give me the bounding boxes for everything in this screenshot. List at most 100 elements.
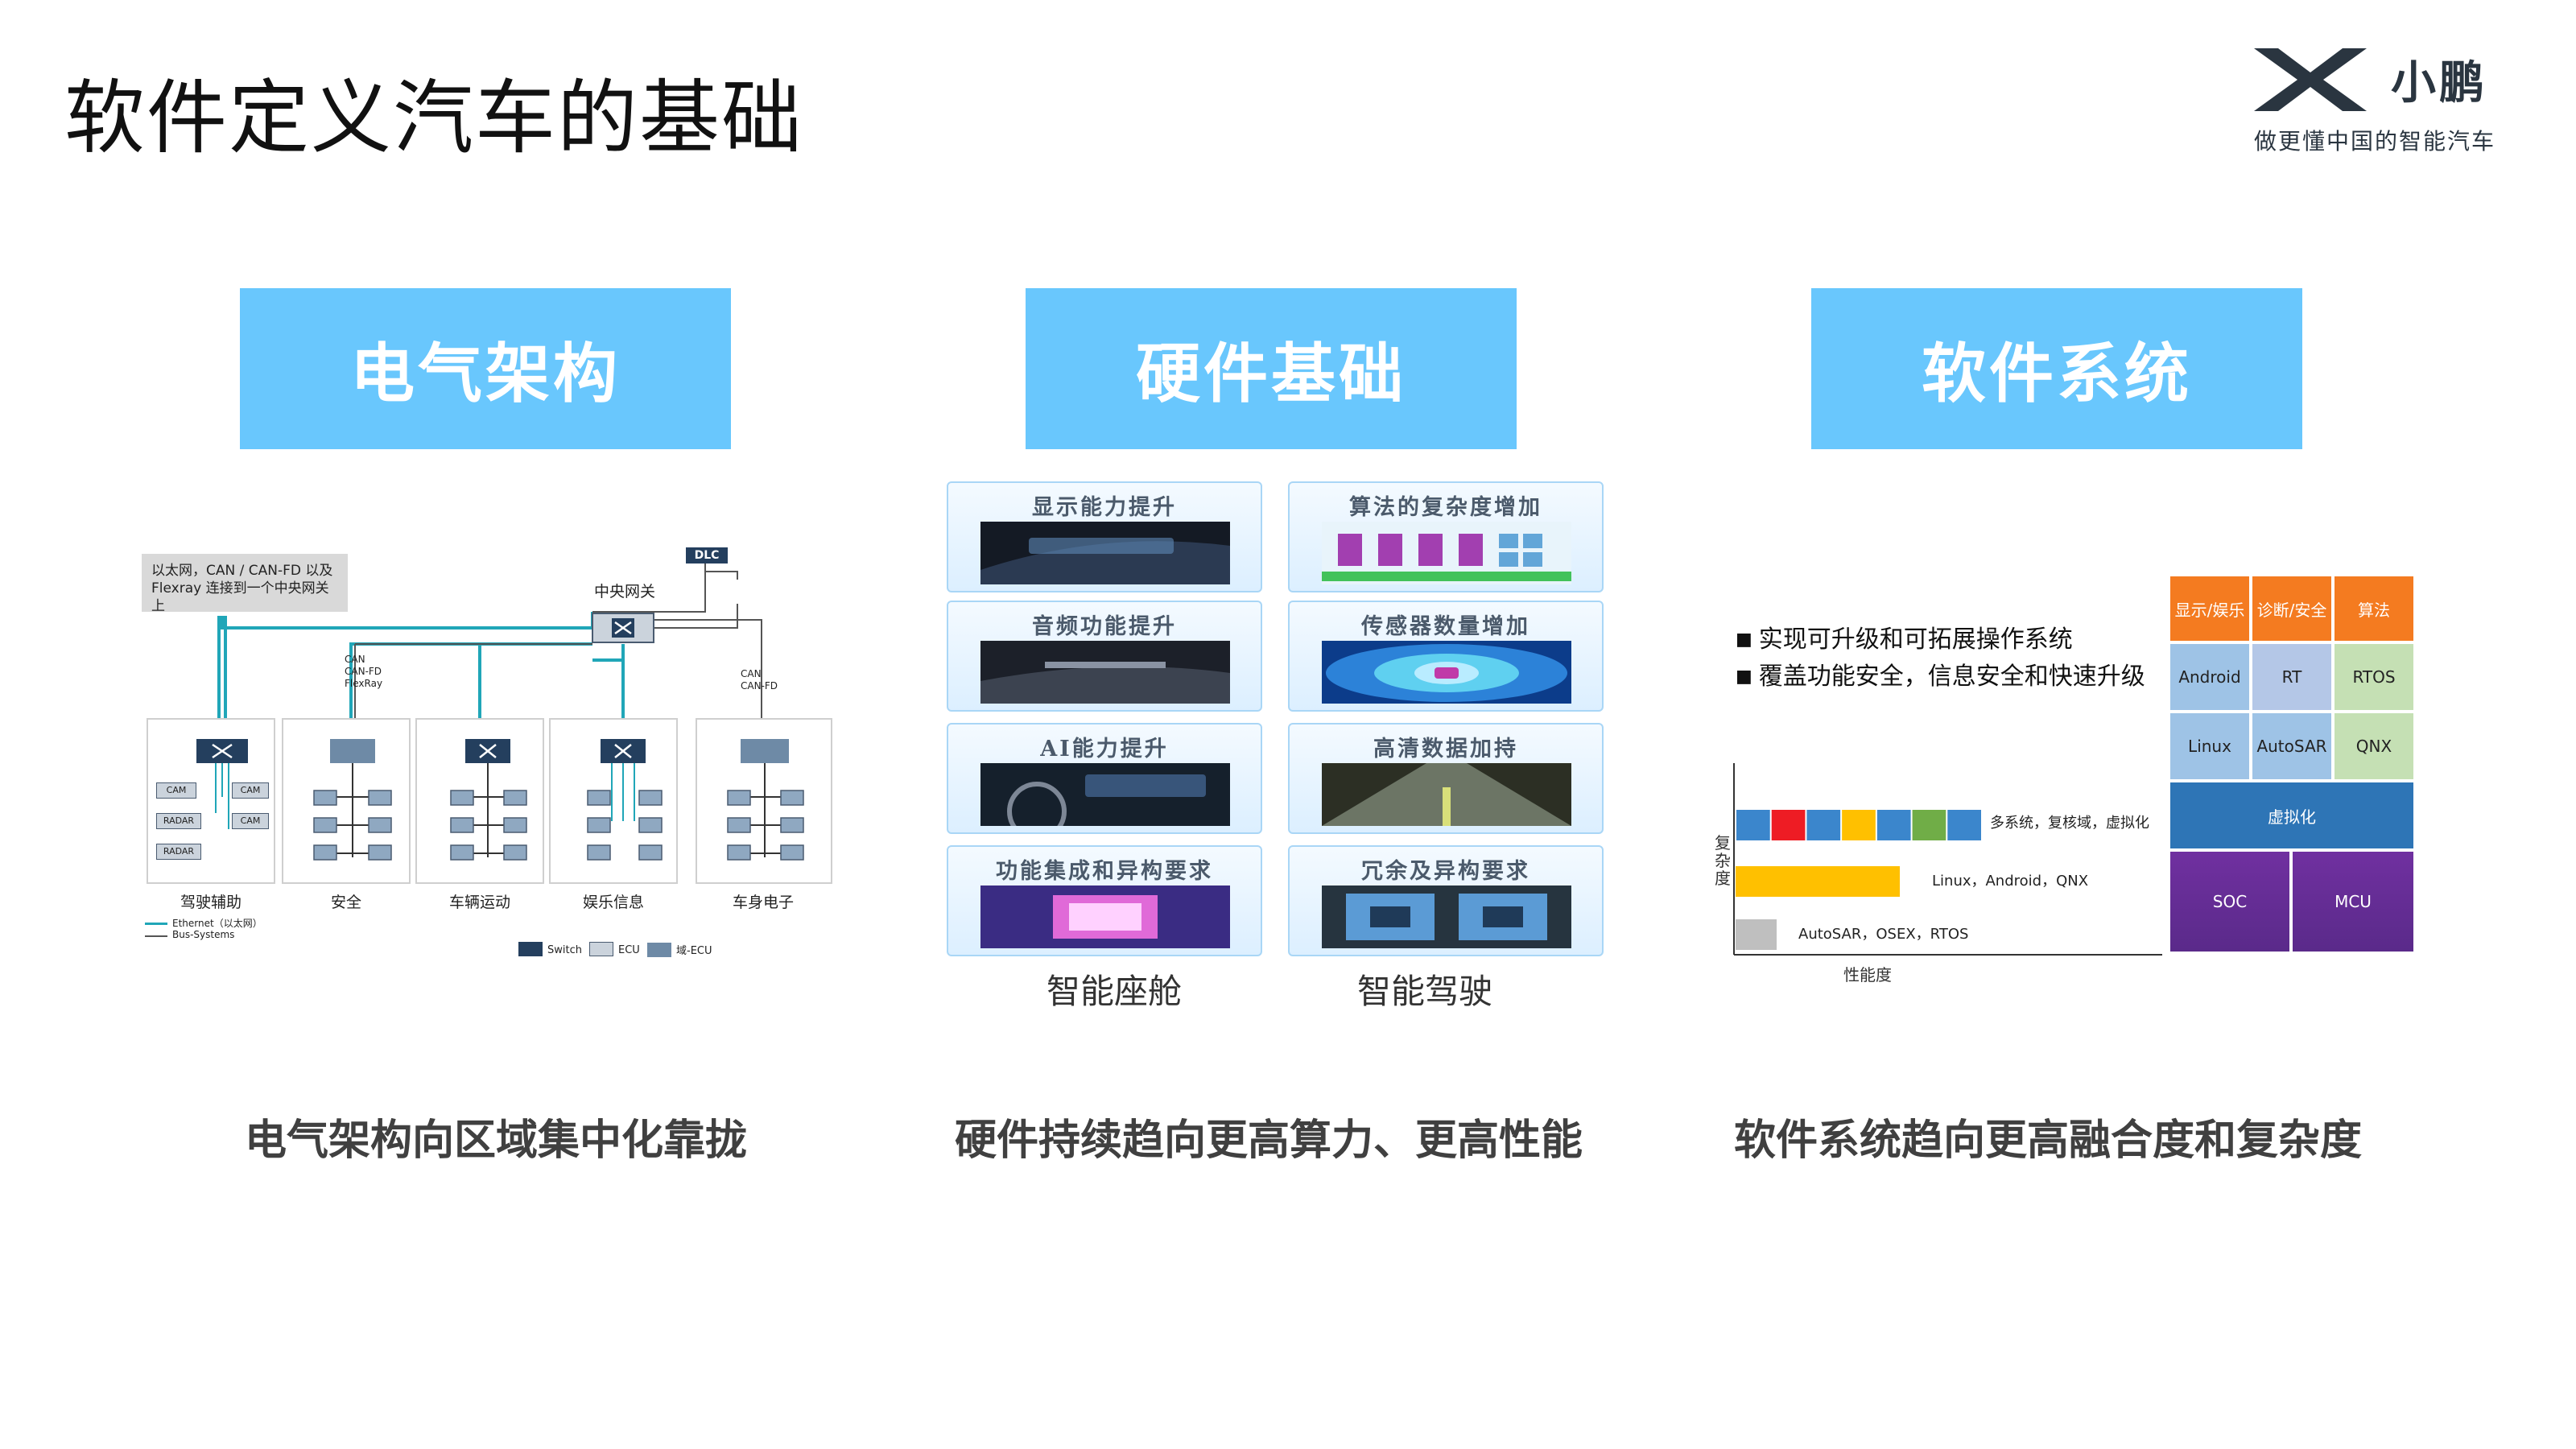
bus-label-line: CAN: [345, 654, 365, 665]
bar-segment: [1876, 810, 1911, 840]
hw-card-ai: AI能力提升: [947, 723, 1262, 834]
grid-cell: 诊断/安全: [2252, 576, 2331, 641]
xpeng-x-icon: [2254, 48, 2367, 111]
pillar-hardware: 硬件基础: [1026, 288, 1517, 449]
software-bullet: 实现可升级和可拓展操作系统: [1736, 621, 2145, 658]
ecu-tag: RADAR: [156, 813, 201, 829]
ecu-tag: CAM: [232, 782, 269, 799]
grid-cell: 算法: [2334, 576, 2413, 641]
audio-image: [980, 641, 1230, 704]
domain-nodes: [196, 739, 804, 861]
cockpit-display-image: [980, 522, 1230, 584]
grid-cell: QNX: [2334, 713, 2413, 779]
logo-name: 小鹏: [2391, 57, 2487, 109]
bus-label-line: CAN-FD: [741, 680, 778, 691]
chart-x-label: 性能度: [1843, 965, 1892, 985]
ecu-tag: RADAR: [156, 844, 201, 860]
hw-card-sensors: 传感器数量增加: [1288, 601, 1604, 712]
legend-ecu-label: ECU: [618, 944, 640, 956]
caption-electrical: 电气架构向区域集中化靠拢: [245, 1117, 748, 1165]
bar: [1736, 866, 1900, 897]
software-stack-grid: 显示/娱乐 诊断/安全 算法 Android RT RTOS Linux Aut…: [2170, 576, 2413, 952]
legend-ethernet: Ethernet（以太网）: [172, 918, 262, 929]
domain-label: 娱乐信息: [582, 894, 644, 911]
architecture-note: 以太网，CAN / CAN-FD 以及 Flexray 连接到一个中央网关上: [142, 554, 348, 614]
ecu-tag: CAM: [232, 813, 269, 829]
grid-cell: AutoSAR: [2252, 713, 2331, 779]
gateway-label: 中央网关: [594, 583, 656, 601]
ecu-icon: [589, 942, 613, 956]
grid-cell: 显示/娱乐: [2170, 576, 2249, 641]
hw-card-label: 算法的复杂度增加: [1349, 495, 1542, 520]
hw-card-display: 显示能力提升: [947, 481, 1262, 592]
legend-ecu: ECU: [589, 942, 640, 956]
domain-ecu-icon: [647, 943, 671, 957]
grid-cell: Android: [2170, 644, 2249, 710]
hw-card-label: AI能力提升: [1040, 737, 1169, 762]
bus-label: CAN CAN-FD FlexRay: [345, 654, 382, 690]
bus-label-line: CAN-FD: [345, 666, 382, 677]
software-bullets: 实现可升级和可拓展操作系统 覆盖功能安全，信息安全和快速升级: [1736, 621, 2145, 696]
bar-label: Linux，Android，QNX: [1932, 873, 2089, 890]
legend-switch-label: Switch: [547, 944, 582, 956]
bar-segment: [1947, 810, 1981, 840]
sensor-image: [1322, 641, 1571, 704]
smart-driving-label: 智能驾驶: [1357, 972, 1493, 1011]
domain-label: 车身电子: [732, 894, 794, 911]
bar-segment: [1771, 810, 1806, 840]
pillar-software: 软件系统: [1811, 288, 2302, 449]
domain-label: 驾驶辅助: [180, 894, 242, 911]
caption-software: 软件系统趋向更高融合度和复杂度: [1734, 1117, 2363, 1165]
legend-domain-ecu: 域-ECU: [647, 942, 712, 957]
logo-slogan: 做更懂中国的智能汽车: [2254, 128, 2496, 155]
bar-segment: [1912, 810, 1946, 840]
pillar-electrical: 电气架构: [240, 288, 731, 449]
architecture-note-line: 以太网，CAN / CAN-FD 以及: [151, 563, 333, 579]
legend-domain-ecu-label: 域-ECU: [676, 945, 712, 957]
bar-label: AutoSAR，OSEX，RTOS: [1798, 926, 1969, 943]
switch-icon: [518, 942, 543, 956]
dlc-badge: DLC: [686, 547, 728, 564]
grid-cell-virtualization: 虚拟化: [2170, 782, 2413, 848]
hw-card-label: 传感器数量增加: [1361, 614, 1530, 639]
grid-cell: RTOS: [2334, 644, 2413, 710]
hw-card-integration: 功能集成和异构要求: [947, 845, 1262, 956]
bar-segment: [1806, 810, 1841, 840]
legend-bus-line: [145, 935, 167, 937]
hw-card-label: 功能集成和异构要求: [996, 859, 1213, 884]
ecu-tag: CAM: [156, 782, 196, 799]
bus-label-line: FlexRay: [345, 678, 383, 689]
software-bullet: 覆盖功能安全，信息安全和快速升级: [1736, 658, 2145, 696]
hw-card-label: 高清数据加持: [1373, 737, 1518, 762]
page-title: 软件定义汽车的基础: [64, 71, 803, 165]
smart-cockpit-label: 智能座舱: [1046, 972, 1183, 1011]
chart-y-label: 复杂度: [1715, 833, 1731, 888]
domain-label: 安全: [330, 894, 361, 911]
bar: [1736, 919, 1777, 950]
algorithm-image: [1322, 522, 1571, 584]
hw-card-label: 显示能力提升: [1032, 495, 1177, 520]
legend-switch: Switch: [518, 942, 582, 956]
hd-data-image: [1322, 763, 1571, 826]
xpeng-logo: 小鹏 做更懂中国的智能汽车: [2254, 43, 2528, 164]
hw-card-redundancy: 冗余及异构要求: [1288, 845, 1604, 956]
bar-segment: [1842, 810, 1876, 840]
bus-label-line: CAN: [741, 668, 762, 679]
hw-card-label: 音频功能提升: [1032, 614, 1177, 639]
grid-cell: RT: [2252, 644, 2331, 710]
grid-cell-soc: SOC: [2170, 852, 2289, 952]
architecture-diagram: 以太网，CAN / CAN-FD 以及 Flexray 连接到一个中央网关上 D…: [142, 539, 836, 958]
chart-plot: [1733, 763, 2162, 956]
grid-cell-mcu: MCU: [2293, 852, 2413, 952]
ai-image: [980, 763, 1230, 826]
hw-card-label: 冗余及异构要求: [1361, 859, 1530, 884]
bar-segment: [1736, 810, 1770, 840]
chip-image: [980, 886, 1230, 948]
domain-label: 车辆运动: [448, 894, 510, 911]
caption-hardware: 硬件持续趋向更高算力、更高性能: [955, 1117, 1583, 1165]
bar-label: 多系统，复核域，虚拟化: [1990, 815, 2149, 832]
grid-cell: Linux: [2170, 713, 2249, 779]
board-image: [1322, 886, 1571, 948]
complexity-chart: 复杂度 性能度 多系统，复核域，虚拟化 Linux，Android，QNX Au…: [1715, 757, 2165, 998]
hw-card-audio: 音频功能提升: [947, 601, 1262, 712]
